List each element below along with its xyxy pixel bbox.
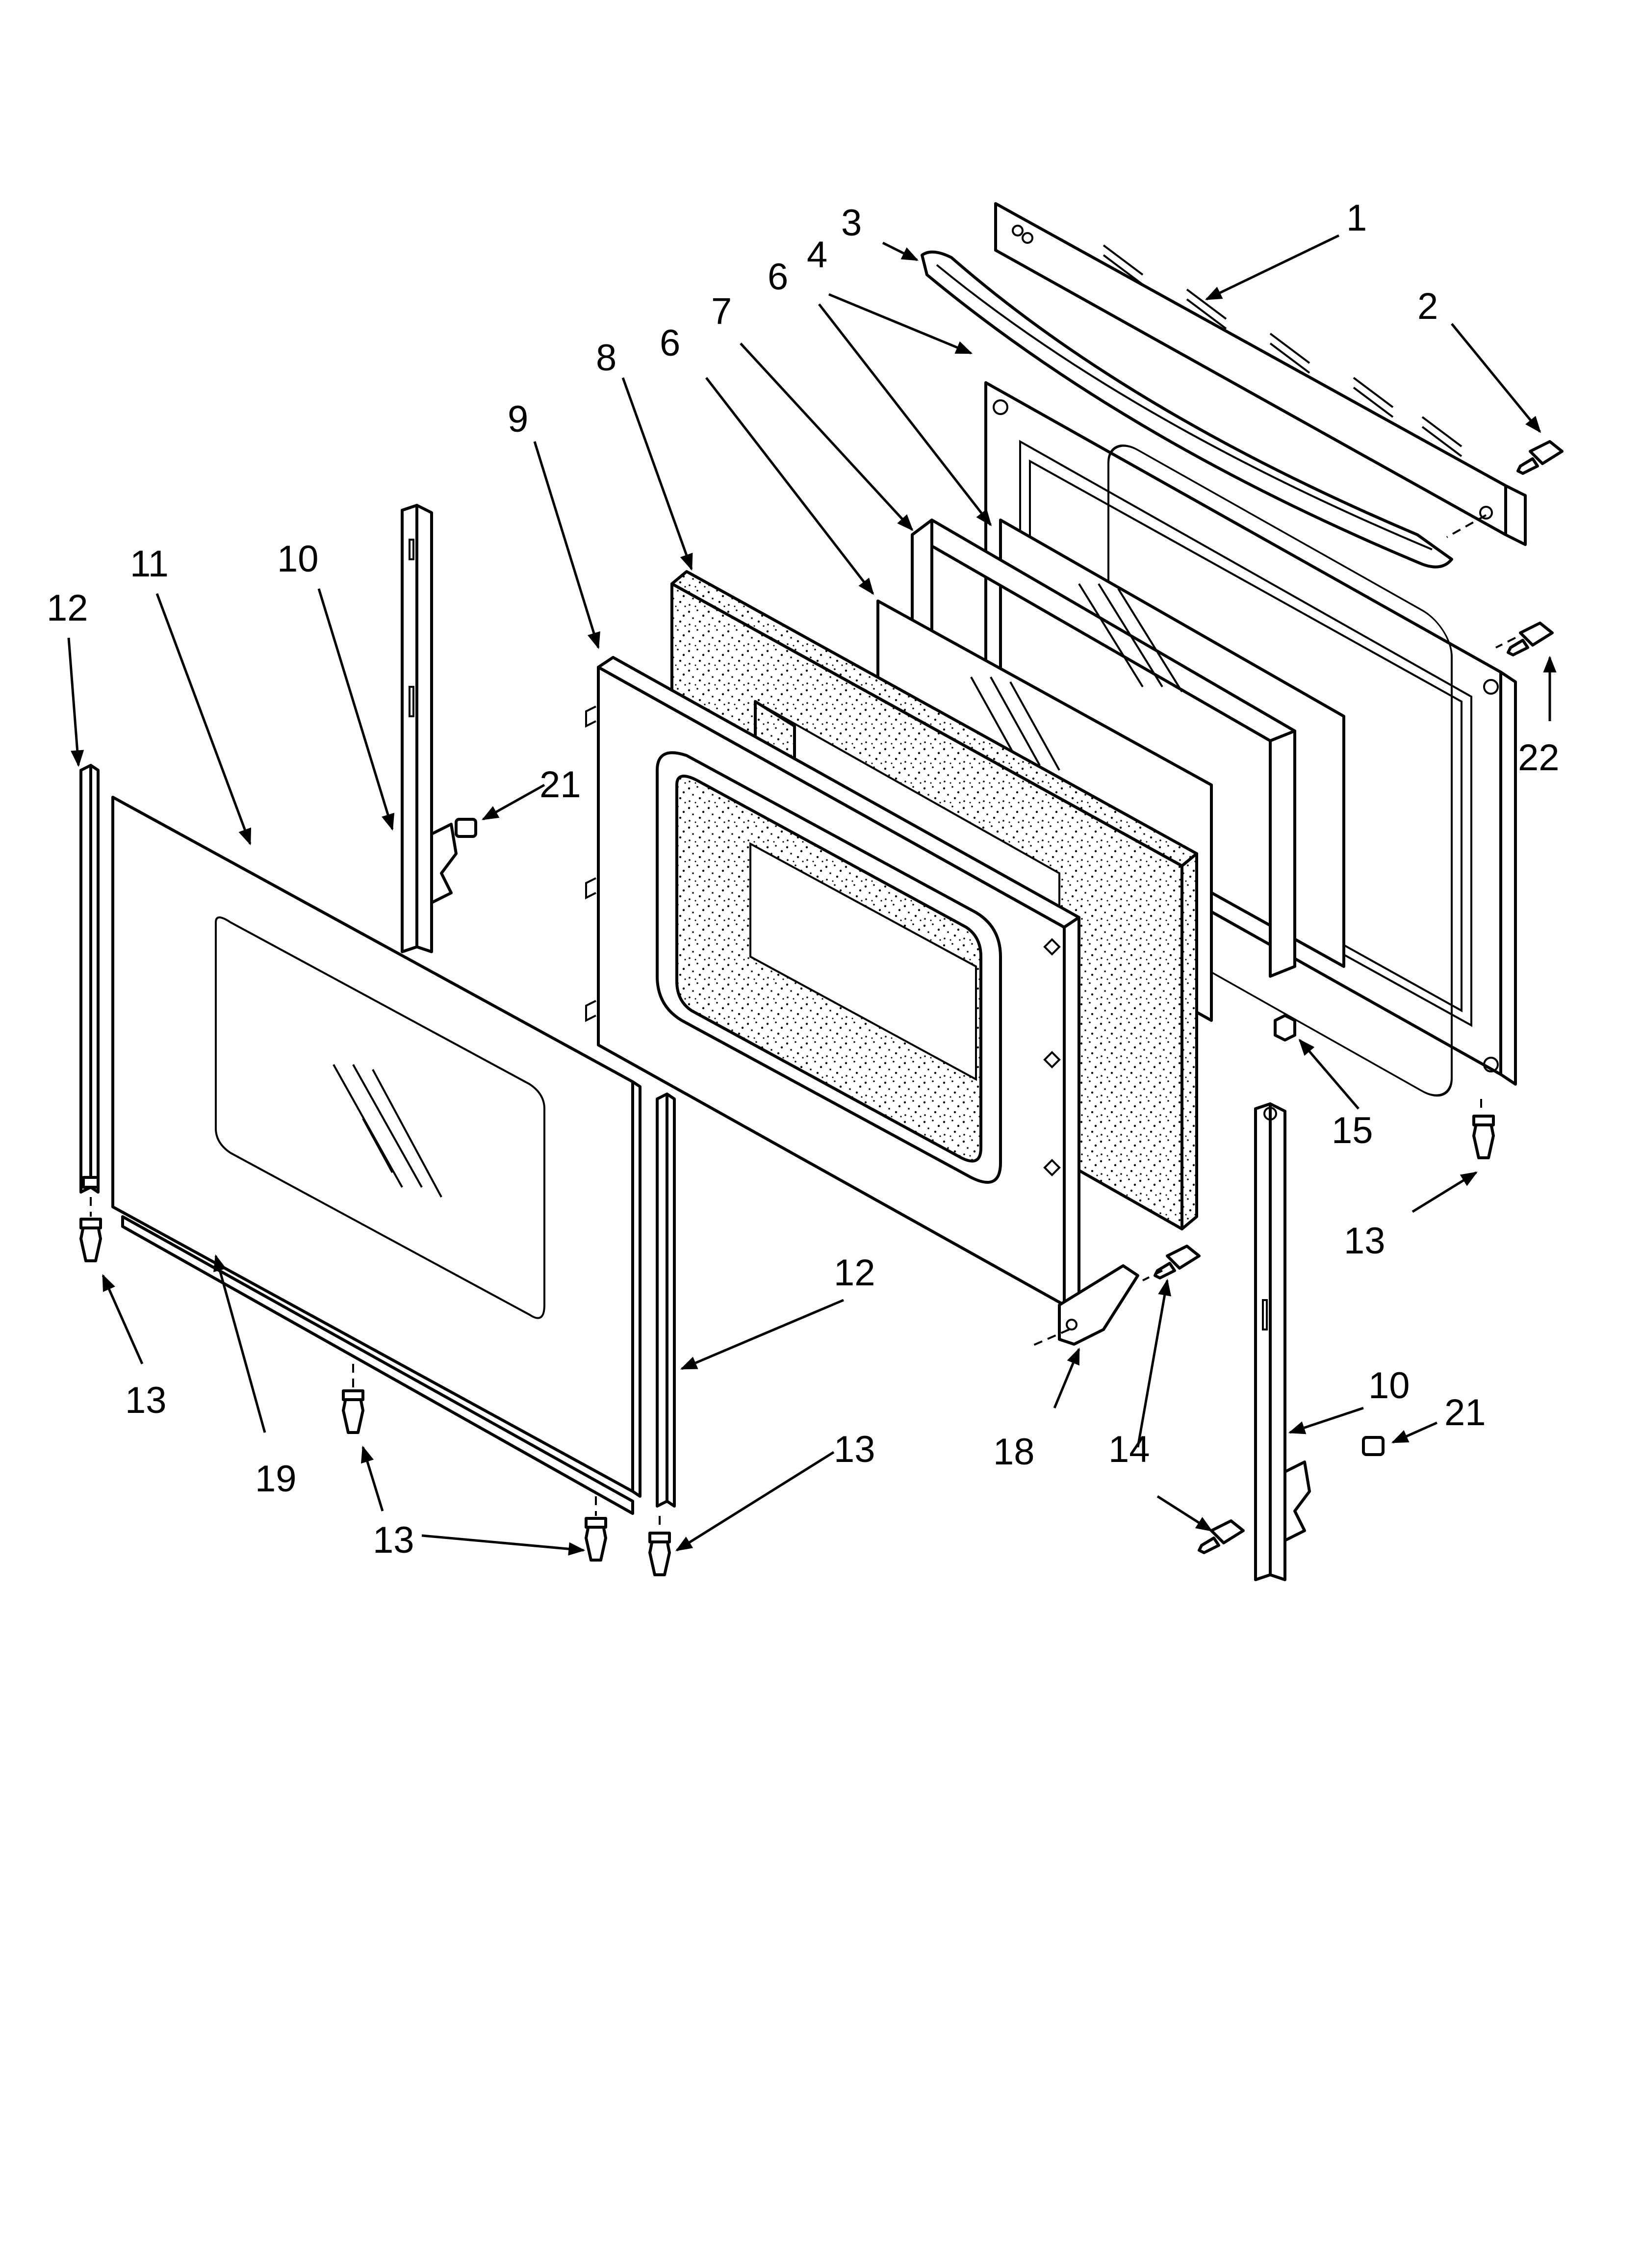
side-trim-left bbox=[79, 764, 100, 1194]
callout-2: 2 bbox=[1417, 286, 1438, 327]
callout-14: 14 bbox=[1108, 1429, 1150, 1470]
callout-13-left: 13 bbox=[125, 1380, 167, 1421]
screw-13-right-trim bbox=[648, 1532, 671, 1576]
callout-10-upper: 10 bbox=[277, 538, 319, 580]
screw-14-lower bbox=[1198, 1519, 1245, 1554]
screw-22 bbox=[1507, 622, 1554, 656]
callout-19: 19 bbox=[255, 1458, 297, 1500]
screw-13-bottom bbox=[585, 1517, 607, 1562]
callout-13-rear: 13 bbox=[1344, 1220, 1385, 1262]
screw-2 bbox=[1516, 440, 1564, 475]
callout-21-upper: 21 bbox=[539, 764, 581, 806]
slot-cover-lower bbox=[1362, 1436, 1385, 1456]
screw-13-middle bbox=[342, 1389, 364, 1434]
hinge-right bbox=[1254, 1102, 1311, 1581]
callout-13-right: 13 bbox=[834, 1429, 875, 1470]
callout-3: 3 bbox=[841, 202, 862, 244]
screw-13-left bbox=[79, 1218, 102, 1262]
screw-13-rear bbox=[1472, 1115, 1495, 1159]
callout-12-right: 12 bbox=[834, 1252, 875, 1294]
side-trim-right bbox=[656, 1093, 676, 1508]
callout-21-lower: 21 bbox=[1444, 1392, 1486, 1434]
assembly-centerlines bbox=[90, 514, 1516, 1531]
callout-22: 22 bbox=[1518, 737, 1560, 779]
callout-12-left: 12 bbox=[47, 587, 88, 629]
door-frame-liner bbox=[585, 656, 1080, 1306]
callout-labels: 1 2 3 4 6 7 6 8 9 10 11 12 21 22 15 13 1… bbox=[47, 197, 1560, 1561]
callout-9: 9 bbox=[508, 398, 528, 440]
callout-4: 4 bbox=[807, 234, 827, 276]
callout-1: 1 bbox=[1346, 197, 1367, 239]
callout-8: 8 bbox=[596, 337, 616, 379]
top-vent-trim bbox=[994, 202, 1527, 546]
glass-clip bbox=[1274, 1014, 1296, 1042]
door-handle bbox=[921, 250, 1453, 569]
callout-6-lower: 6 bbox=[660, 322, 680, 364]
callout-18: 18 bbox=[993, 1431, 1035, 1473]
callout-11: 11 bbox=[130, 543, 169, 585]
bottom-trim bbox=[121, 1215, 634, 1515]
callout-13-bottom: 13 bbox=[373, 1519, 414, 1561]
callout-10-lower: 10 bbox=[1368, 1365, 1410, 1407]
callout-7: 7 bbox=[711, 290, 732, 332]
screw-14-upper bbox=[1154, 1245, 1201, 1279]
outer-door-panel bbox=[111, 796, 641, 1498]
hinge-bracket bbox=[1058, 1264, 1139, 1346]
callout-6-upper: 6 bbox=[768, 256, 788, 298]
callout-15: 15 bbox=[1332, 1110, 1373, 1151]
leader-lines bbox=[67, 234, 1557, 1556]
hinge-left bbox=[401, 504, 458, 953]
slot-cover-upper bbox=[455, 818, 477, 838]
